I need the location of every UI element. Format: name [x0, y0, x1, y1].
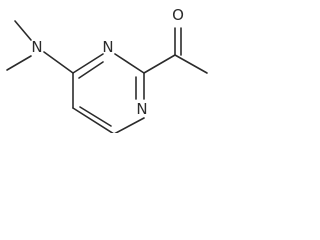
bond-ring-c4-n3-single	[72, 53, 104, 74]
bond-ring-c6-c5-double	[79, 106, 112, 127]
bond-amine-ring	[43, 51, 74, 74]
bond-ring-c4-n3-double	[78, 61, 104, 79]
bond-ring-n3-c2	[114, 53, 145, 74]
atom-label-ring-nitrogen-upper: N	[102, 38, 113, 56]
bond-carbonyl-methyl	[174, 54, 208, 74]
bond-ring-c6-c5-single	[72, 107, 114, 133]
bond-methyl-lower	[6, 55, 32, 71]
atom-label-amine-nitrogen: N	[31, 38, 42, 56]
bond-methyl-upper	[14, 20, 32, 41]
bond-ring-n1-c6	[114, 117, 145, 133]
atom-label-ring-nitrogen-lower: N	[136, 100, 147, 118]
atom-label-carbonyl-oxygen: O	[172, 6, 184, 24]
bond-ring-carbonyl	[143, 54, 176, 74]
molecule-structure: N N N O	[6, 6, 208, 133]
